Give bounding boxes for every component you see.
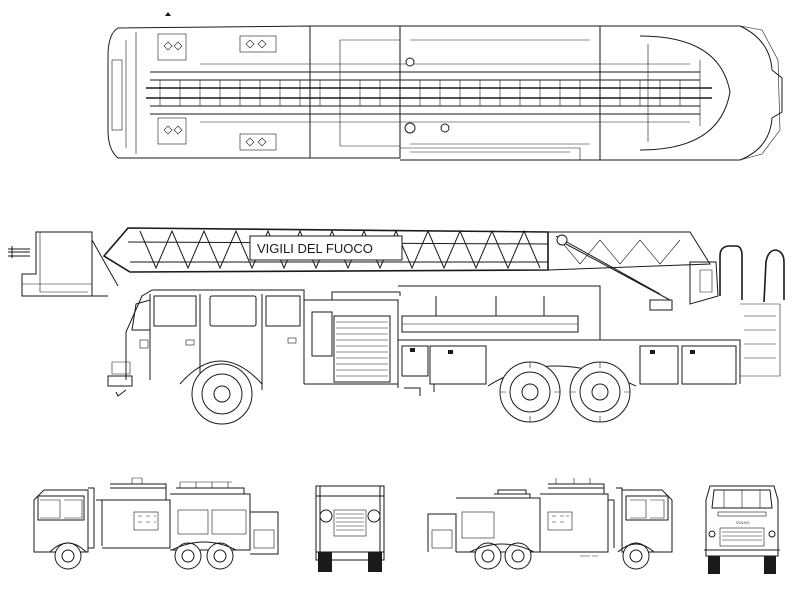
main-side-view: VIGILI DEL FUOCO (8, 227, 785, 425)
small-side-view-left (33, 477, 279, 570)
small-rear-view (315, 485, 385, 572)
small-side-view-right (427, 478, 673, 570)
side-body (304, 285, 781, 388)
front-badge-text: VOLVO (736, 520, 750, 525)
ladder-basket (8, 231, 119, 297)
side-cab (107, 289, 305, 397)
ladder-top-view (146, 57, 712, 134)
side-label-board (249, 235, 403, 261)
aerial-ladder-truss (102, 227, 711, 273)
top-view (107, 12, 783, 161)
roof-hatch-group (157, 33, 277, 151)
side-wheels (179, 360, 637, 425)
turntable-assembly (555, 234, 785, 311)
side-label-text: VIGILI DEL FUOCO (257, 241, 373, 256)
small-front-view: VOLVO (704, 485, 780, 574)
